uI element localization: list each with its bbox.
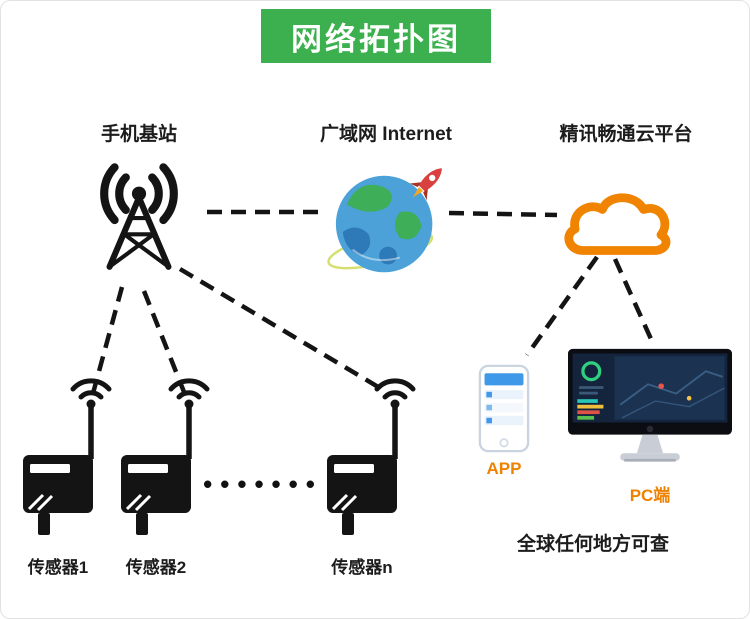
rocket-flame [412,186,424,198]
vent-stripes [331,493,358,512]
cloud-outline [564,193,671,255]
app-header-bar [484,373,524,386]
wifi-icon [374,378,416,400]
stat-bar [577,399,598,403]
sensor-2-label: 传感器2 [125,558,187,577]
globe-continents [342,184,422,265]
map-panel [614,356,725,420]
base-station-label: 手机基站 [100,124,177,145]
cloud-platform-label: 精讯畅通云平台 [559,124,693,145]
map-marker [686,395,692,401]
globe-icon [327,168,442,273]
stat-bar [577,415,595,420]
monitor-base [620,453,680,461]
apple-logo [646,425,654,433]
sensor-icon [121,378,210,535]
sensor-icon [23,378,112,535]
tower-lattice [106,194,172,270]
sensor-connector [342,513,354,535]
imac-monitor-icon [568,348,732,462]
sensor-1-label: 传感器1 [27,558,89,577]
link-cloud-app [525,255,599,357]
rocket-icon [409,168,442,201]
sensor-ellipsis: ••••••• [203,469,323,499]
diagram-title-banner: 网络拓扑图 [261,9,491,63]
page-title: 网络拓扑图 [291,21,461,57]
wifi-icon [70,378,112,400]
sensor-n-label: 传感器n [331,558,393,577]
stat-bar [577,404,604,409]
pc-label: PC端 [629,486,671,505]
smartphone-icon [478,364,530,453]
cell-tower-icon [100,163,178,270]
sensor-icon [327,378,416,535]
sensor-connector [38,513,50,535]
sensor-connector [136,513,148,535]
home-button [499,438,509,448]
vent-stripes [125,493,152,512]
antenna-tip [131,186,147,201]
signal-arcs-icon [100,163,178,225]
wifi-icon [168,378,210,400]
gauge-ring [581,361,602,382]
cloud-icon [564,193,671,255]
monitor-stand [636,434,664,454]
app-label: APP [486,459,522,478]
stat-bar [577,410,600,415]
map-marker [658,383,664,389]
link-cloud-pc [612,258,654,340]
vent-stripes [27,493,54,512]
internet-label: 广域网 Internet [320,124,452,145]
link-internet-cloud [448,210,558,218]
global-access-caption: 全球任何地方可查 [516,534,669,555]
